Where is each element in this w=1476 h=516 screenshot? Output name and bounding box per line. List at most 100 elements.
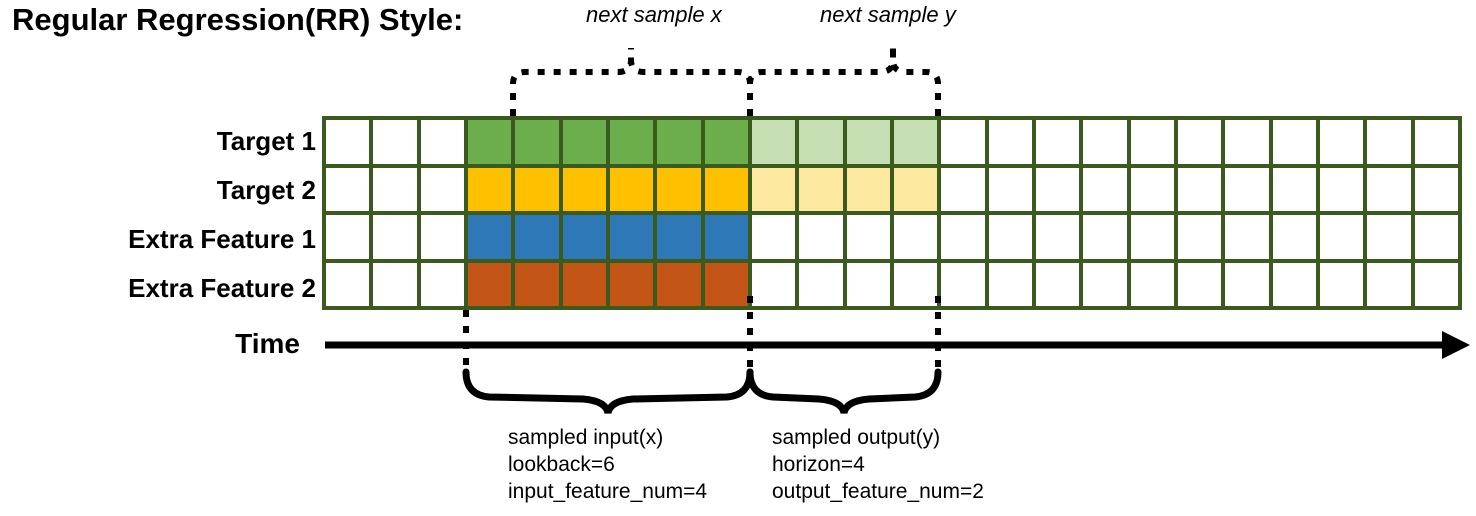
grid-cell [988,262,1032,306]
grid-cell [562,215,606,259]
grid-cell [988,120,1032,164]
grid-cell [893,167,938,211]
grid-cell [1083,120,1127,164]
grid-cell [941,167,985,211]
grid-cell [941,120,985,164]
grid-cell [467,120,512,164]
grid-cell [704,215,748,259]
grid-cell [1225,120,1269,164]
grid-cell [704,120,748,164]
grid-cell [704,167,748,211]
grid-cell [657,215,701,259]
grid-cell [1272,262,1316,306]
grid-cell [1177,215,1222,259]
grid-cell [1225,262,1269,306]
grid-cell [1414,215,1458,259]
row-label-extra-feature-1: Extra Feature 1 [128,224,316,254]
brace-sampled-input [462,368,754,414]
grid-cell [326,167,370,211]
grid-cell [420,215,464,259]
grid-cell [751,120,796,164]
timeseries-grid [322,116,1462,310]
sampled-input-line-1: sampled input(x) [508,426,664,449]
grid-cell [941,262,985,306]
grid-cell [941,215,985,259]
grid-cell [893,120,938,164]
grid-cell [1414,120,1458,164]
dotted-brace-next-sample-y [747,48,941,116]
grid-cell [1367,262,1411,306]
grid-cell [373,167,417,211]
grid-cell [1319,262,1364,306]
grid-cell [420,167,464,211]
grid-cell [1272,167,1316,211]
grid-cell [1367,120,1411,164]
grid-cell [326,262,370,306]
grid-cell [1035,262,1080,306]
row-label-target-1: Target 1 [216,126,316,156]
grid-cell [799,167,843,211]
time-axis-label: Time [235,328,300,359]
grid-cell [893,262,938,306]
grid-cell [1177,262,1222,306]
annotation-sampled-output: sampled output(y) horizon=4 output_featu… [772,424,984,505]
row-label-target-2: Target 2 [216,175,316,205]
grid-cell [1130,120,1174,164]
grid-cell [1414,167,1458,211]
grid-cell [799,215,843,259]
grid-cell [1272,215,1316,259]
grid-cell [467,262,512,306]
grid-cell [467,167,512,211]
grid-cell [657,262,701,306]
sampled-output-line-2: horizon=4 [772,453,865,476]
grid-cell [1130,167,1174,211]
grid-cell [751,262,796,306]
grid-cell [988,167,1032,211]
grid-cell [1083,262,1127,306]
row-label-extra-feature-2: Extra Feature 2 [128,273,316,303]
grid-cell [420,262,464,306]
grid-cell [1367,167,1411,211]
annotation-sampled-input: sampled input(x) lookback=6 input_featur… [508,424,707,505]
grid-cell [704,262,748,306]
grid-cell [846,120,890,164]
grid-cell [1035,215,1080,259]
row-label-column: Target 1 Target 2 Extra Feature 1 Extra … [10,116,316,310]
grid-cell [515,167,559,211]
grid-cell [657,120,701,164]
grid-cell [515,262,559,306]
grid-cell [1083,167,1127,211]
grid-cell [515,120,559,164]
grid-cell [562,262,606,306]
grid-cell [1130,215,1174,259]
sampled-output-line-3: output_feature_num=2 [772,480,984,503]
grid-cell [988,215,1032,259]
grid-cell [373,120,417,164]
grid-cell [751,167,796,211]
grid-cell [1319,215,1364,259]
sampled-input-line-3: input_feature_num=4 [508,480,708,503]
grid-cell [467,215,512,259]
grid-cell [1272,120,1316,164]
grid-cell [893,215,938,259]
grid-cell [1319,167,1364,211]
grid-cell [1414,262,1458,306]
grid-cell [609,120,654,164]
sampled-output-line-1: sampled output(y) [772,426,941,449]
sampled-input-line-2: lookback=6 [508,453,615,476]
grid-cell [751,215,796,259]
grid-cell [515,215,559,259]
grid-cell [846,215,890,259]
grid-cell [1035,167,1080,211]
grid-cell [373,262,417,306]
page-title: Regular Regression(RR) Style: [12,2,464,37]
grid-cell [1225,215,1269,259]
grid-cell [1225,167,1269,211]
grid-cell [799,262,843,306]
grid-cell [1130,262,1174,306]
dotted-brace-next-sample-x [510,48,753,116]
annotation-next-sample-y: next sample y [820,2,956,27]
grid-cell [373,215,417,259]
grid-cell [657,167,701,211]
